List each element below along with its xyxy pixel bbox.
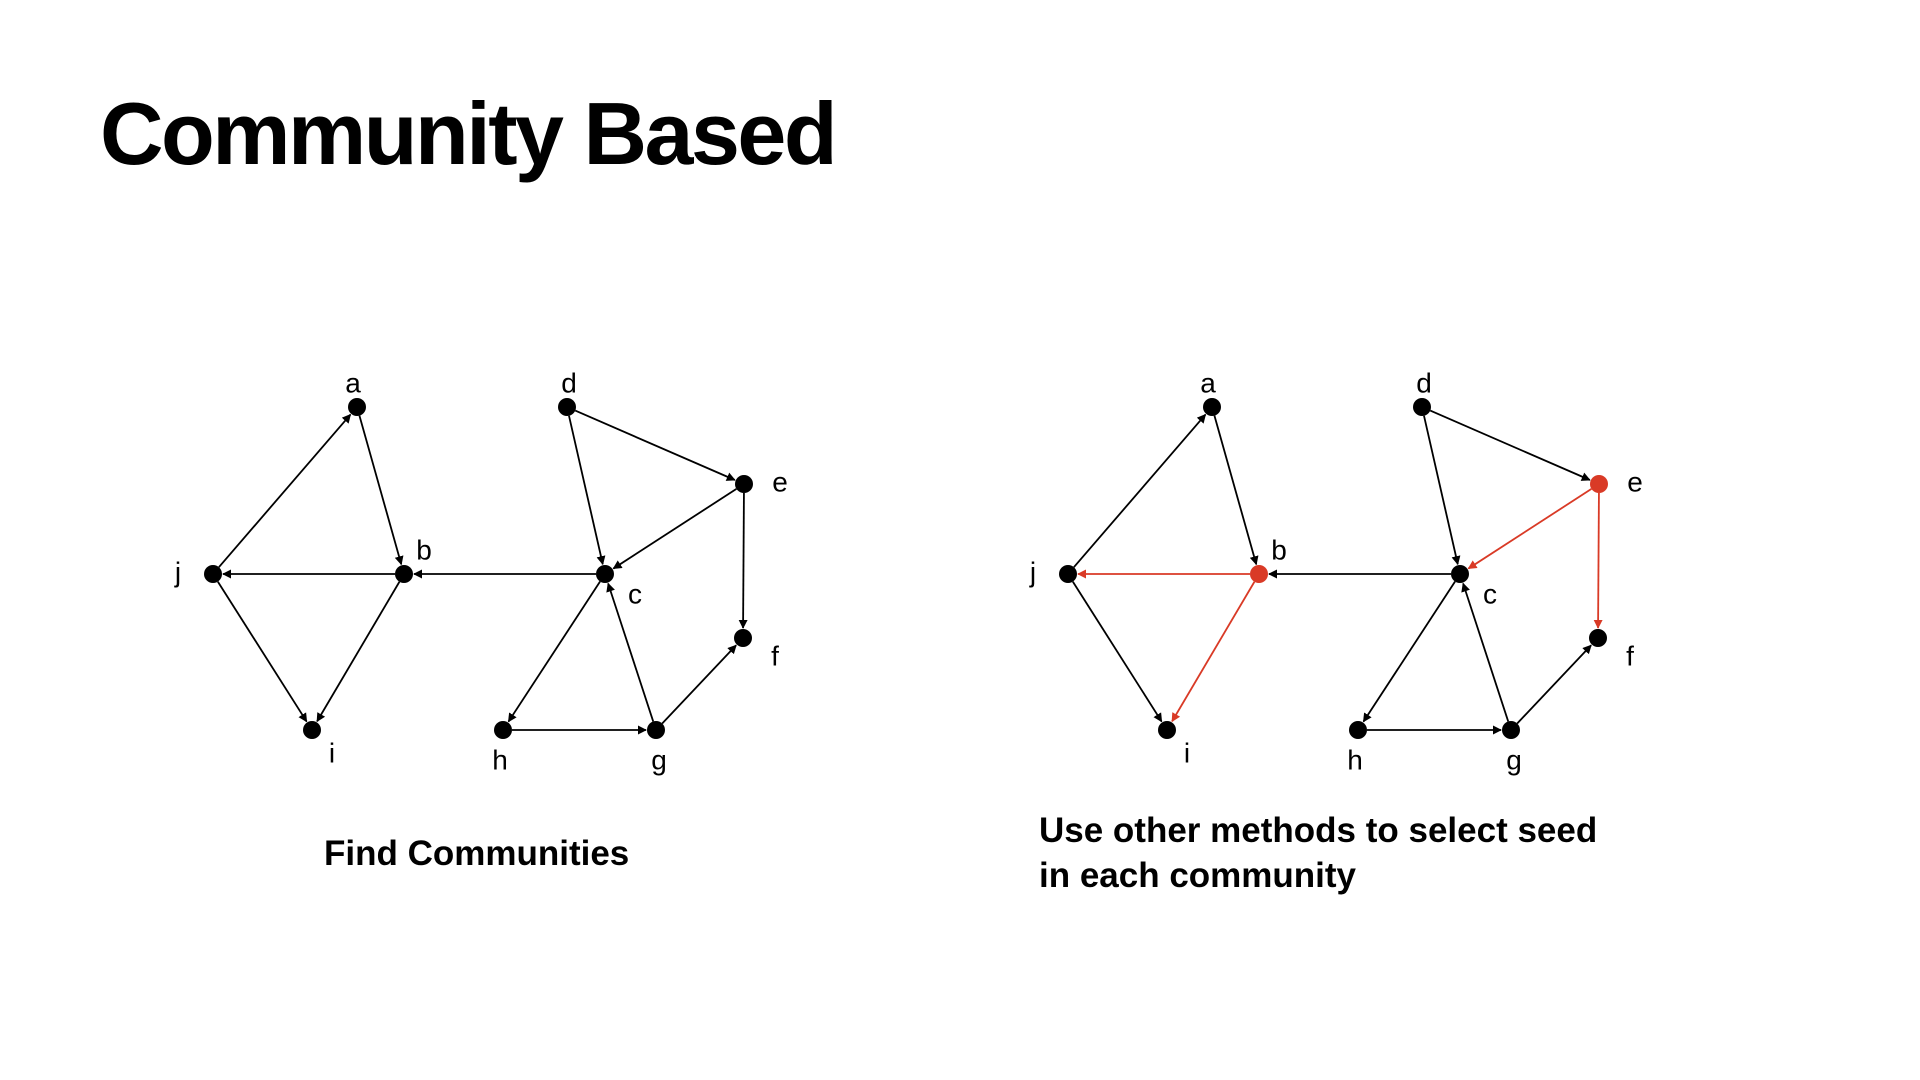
edge-g-f: [1516, 644, 1592, 725]
node-b: [1250, 565, 1268, 583]
node-j: [204, 565, 222, 583]
graph-panel-left: a b c d e f g h i j: [174, 367, 788, 775]
caption-line: in each community: [1039, 856, 1357, 895]
edge-g-c: [1461, 582, 1510, 722]
edge-d-c: [1423, 415, 1461, 566]
node-e: [1590, 475, 1608, 493]
edge-e-f: [1593, 492, 1603, 629]
edge-e-c: [612, 488, 737, 570]
node-h: [1349, 721, 1367, 739]
node-label-c: c: [1483, 578, 1497, 609]
edge-g-c: [606, 582, 655, 722]
slide-title: Community Based: [100, 84, 838, 183]
node-label-b: b: [416, 534, 432, 565]
node-d: [558, 398, 576, 416]
edge-j-i: [1072, 581, 1163, 723]
node-label-e: e: [772, 466, 788, 497]
node-a: [348, 398, 366, 416]
graph-panel-right: a b c d e f g h i j: [1029, 367, 1643, 775]
node-label-f: f: [1626, 640, 1634, 671]
edge-j-a: [218, 413, 352, 568]
node-label-b: b: [1271, 534, 1287, 565]
edge-j-a: [1073, 413, 1207, 568]
node-label-c: c: [628, 578, 642, 609]
node-label-i: i: [1184, 737, 1190, 768]
edge-d-e: [1429, 409, 1591, 481]
node-c: [596, 565, 614, 583]
node-label-j: j: [1029, 556, 1036, 587]
node-i: [303, 721, 321, 739]
node-label-a: a: [1200, 367, 1216, 398]
node-f: [1589, 629, 1607, 647]
node-g: [1502, 721, 1520, 739]
node-label-g: g: [651, 744, 667, 775]
caption-line: Use other methods to select seed: [1039, 811, 1598, 850]
node-label-i: i: [329, 737, 335, 768]
edge-d-c: [568, 415, 606, 566]
node-label-g: g: [1506, 744, 1522, 775]
edge-j-i: [217, 581, 308, 723]
node-j: [1059, 565, 1077, 583]
edge-c-h: [507, 581, 601, 723]
edge-c-h: [1362, 581, 1456, 723]
node-label-e: e: [1627, 466, 1643, 497]
node-label-h: h: [492, 744, 508, 775]
node-e: [735, 475, 753, 493]
node-d: [1413, 398, 1431, 416]
node-c: [1451, 565, 1469, 583]
node-label-j: j: [174, 556, 181, 587]
caption-select-seed: Use other methods to select seed in each…: [1039, 808, 1679, 898]
node-h: [494, 721, 512, 739]
caption-line: Find Communities: [324, 834, 630, 873]
node-label-d: d: [1416, 367, 1432, 398]
edge-a-b: [1213, 415, 1259, 566]
node-f: [734, 629, 752, 647]
caption-find-communities: Find Communities: [324, 831, 629, 876]
node-a: [1203, 398, 1221, 416]
node-label-f: f: [771, 640, 779, 671]
node-g: [647, 721, 665, 739]
node-label-h: h: [1347, 744, 1363, 775]
node-label-d: d: [561, 367, 577, 398]
edge-a-b: [358, 415, 404, 566]
edge-e-c: [1467, 488, 1592, 570]
node-label-a: a: [345, 367, 361, 398]
edge-b-i: [1171, 581, 1256, 723]
edge-e-f: [738, 492, 748, 629]
node-b: [395, 565, 413, 583]
edge-g-f: [661, 644, 737, 725]
edge-d-e: [574, 409, 736, 481]
edge-b-i: [316, 581, 401, 723]
node-i: [1158, 721, 1176, 739]
